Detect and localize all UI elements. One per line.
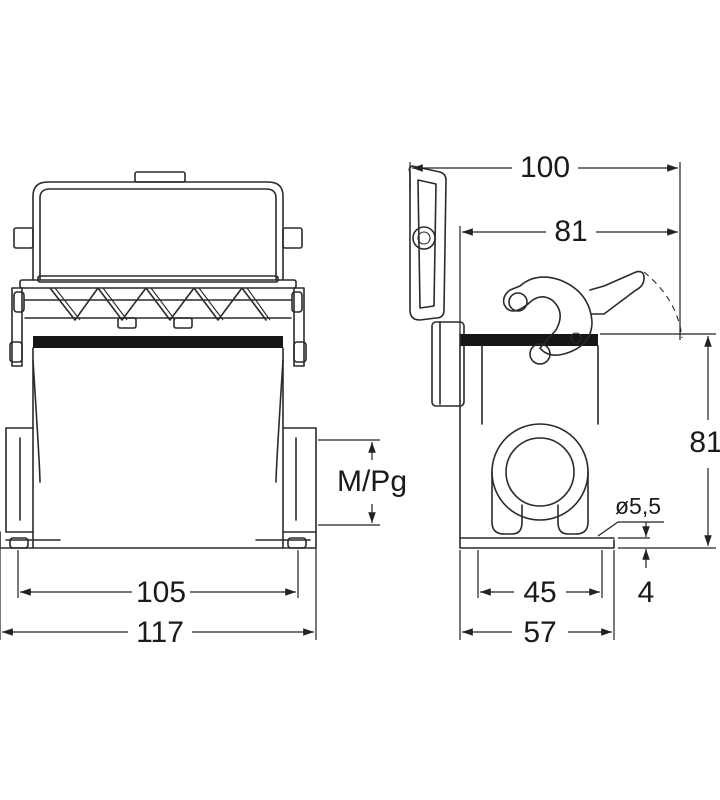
dim-width-total: 117 bbox=[136, 616, 184, 649]
front-view bbox=[0, 171, 317, 549]
dim-hole-spacing: 105 bbox=[136, 576, 186, 609]
dimension-lines bbox=[0, 162, 716, 640]
housing bbox=[0, 347, 317, 549]
side-view bbox=[408, 165, 683, 549]
gasket bbox=[33, 336, 283, 348]
dim-hole-diameter: ø5,5 bbox=[615, 493, 661, 519]
dim-thread: M/Pg bbox=[337, 465, 407, 498]
locking-levers bbox=[9, 287, 307, 367]
locking-lever bbox=[502, 270, 683, 365]
dim-base-thickness: 4 bbox=[638, 576, 655, 609]
side-body bbox=[459, 333, 615, 549]
dim-height: 81 bbox=[689, 426, 720, 459]
dim-hole-pitch: 45 bbox=[523, 576, 556, 609]
dim-depth-body: 81 bbox=[554, 215, 587, 248]
hood bbox=[13, 171, 303, 329]
open-hood bbox=[408, 165, 465, 407]
dim-base-depth: 57 bbox=[523, 616, 556, 649]
dim-depth-total: 100 bbox=[520, 151, 570, 184]
